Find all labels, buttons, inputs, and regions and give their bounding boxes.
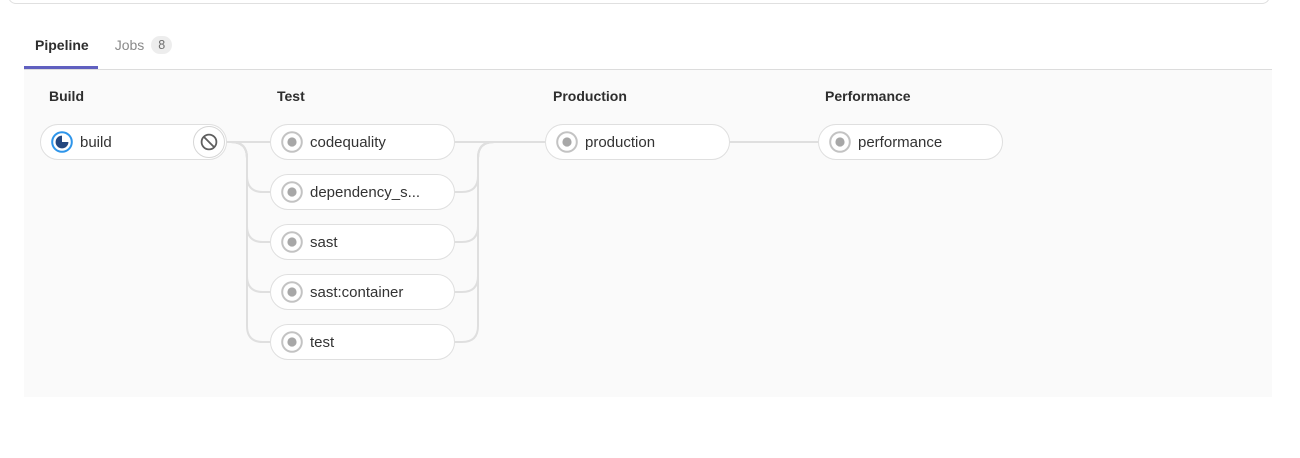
previous-card-bottom-edge (8, 0, 1270, 4)
job-pill-codequality[interactable]: codequality (270, 124, 455, 160)
job-label: test (310, 333, 335, 351)
job-pill-build[interactable]: build (40, 124, 227, 160)
job-pill-sast[interactable]: sast (270, 224, 455, 260)
status-created-icon (281, 331, 303, 353)
jobs-count-badge: 8 (151, 36, 173, 54)
job-pill-sast-container[interactable]: sast:container (270, 274, 455, 310)
cancel-icon (200, 133, 218, 151)
job-label: build (80, 133, 112, 151)
job-label: dependency_s... (310, 183, 421, 201)
job-pill-dependency-scanning[interactable]: dependency_s... (270, 174, 455, 210)
stage-header-test: Test (277, 88, 305, 104)
job-label: sast (310, 233, 338, 251)
status-created-icon (281, 281, 303, 303)
tab-jobs-label: Jobs (114, 37, 145, 53)
status-created-icon (281, 231, 303, 253)
job-pill-test[interactable]: test (270, 324, 455, 360)
cancel-job-button[interactable] (193, 126, 225, 158)
pipeline-tabs: Pipeline Jobs 8 (24, 30, 183, 70)
status-created-icon (281, 131, 303, 153)
tab-pipeline[interactable]: Pipeline (24, 31, 100, 69)
job-pill-production[interactable]: production (545, 124, 730, 160)
status-running-icon (51, 131, 73, 153)
job-label: performance (858, 133, 943, 151)
tab-pipeline-label: Pipeline (35, 37, 89, 53)
stage-header-production: Production (553, 88, 627, 104)
job-pill-performance[interactable]: performance (818, 124, 1003, 160)
job-label: production (585, 133, 656, 151)
job-label: codequality (310, 133, 386, 151)
stage-header-performance: Performance (825, 88, 911, 104)
stage-header-build: Build (49, 88, 84, 104)
active-tab-indicator (24, 66, 98, 69)
status-created-icon (556, 131, 578, 153)
job-label: sast:container (310, 283, 404, 301)
tab-jobs[interactable]: Jobs 8 (104, 30, 184, 70)
status-created-icon (281, 181, 303, 203)
status-created-icon (829, 131, 851, 153)
pipeline-graph-panel (24, 69, 1272, 397)
